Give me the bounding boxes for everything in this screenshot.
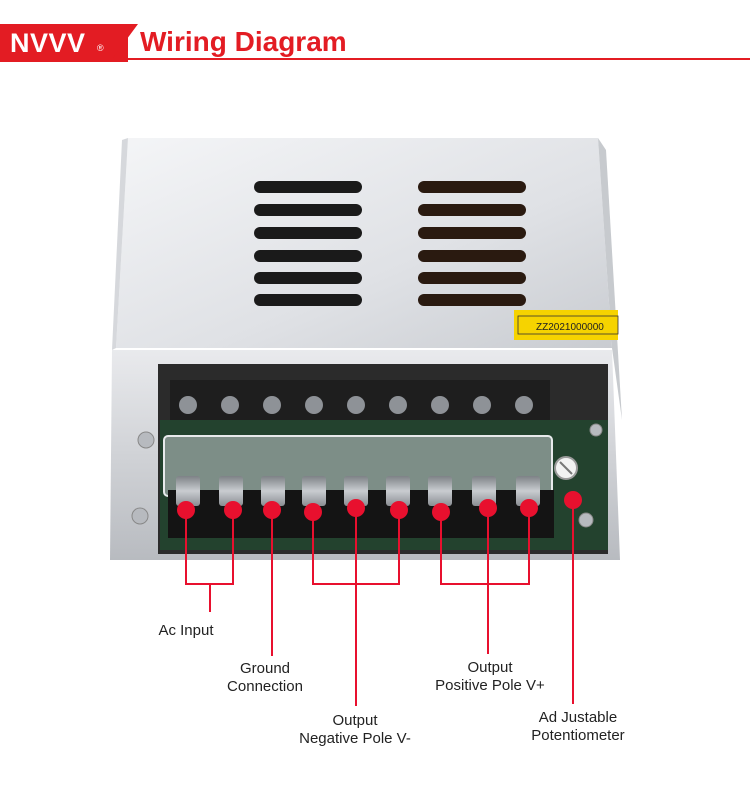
marker-potentiometer [564, 491, 582, 509]
terminal-markers [177, 491, 582, 521]
label-ground-connection: Ground Connection [227, 660, 303, 695]
vent-slots-right [418, 181, 526, 306]
marker-pos-2 [479, 499, 497, 517]
label-potentiometer: Ad Justable Potentiometer [531, 709, 625, 744]
marker-neg-2 [347, 499, 365, 517]
vent-slots-left [254, 181, 362, 306]
marker-pos-3 [520, 499, 538, 517]
registered-mark: ® [97, 43, 104, 53]
marker-ac-l [177, 501, 195, 519]
terminal-screws-back [179, 396, 533, 414]
connector-lines [185, 500, 574, 706]
brand-badge-notch [110, 24, 138, 62]
marker-neg-3 [390, 501, 408, 519]
serial-sticker-text: ZZ2021000000 [536, 322, 604, 333]
label-output-negative: Output Negative Pole V- [299, 712, 411, 747]
label-output-positive: Output Positive Pole V+ [435, 659, 545, 694]
case-left-side [112, 138, 128, 350]
marker-ac-n [224, 501, 242, 519]
marker-neg-1 [304, 503, 322, 521]
page-title: Wiring Diagram [140, 26, 347, 57]
brand-logo: NVVV [10, 28, 86, 58]
mounting-screws [131, 423, 603, 528]
label-ac-input: Ac Input [158, 622, 214, 639]
case-right-side [598, 138, 622, 420]
title-underline [0, 58, 750, 60]
brand-badge [0, 24, 128, 62]
serial-sticker [514, 310, 618, 340]
marker-pos-1 [432, 503, 450, 521]
marker-ground [263, 501, 281, 519]
terminal-screws-front [176, 476, 540, 506]
